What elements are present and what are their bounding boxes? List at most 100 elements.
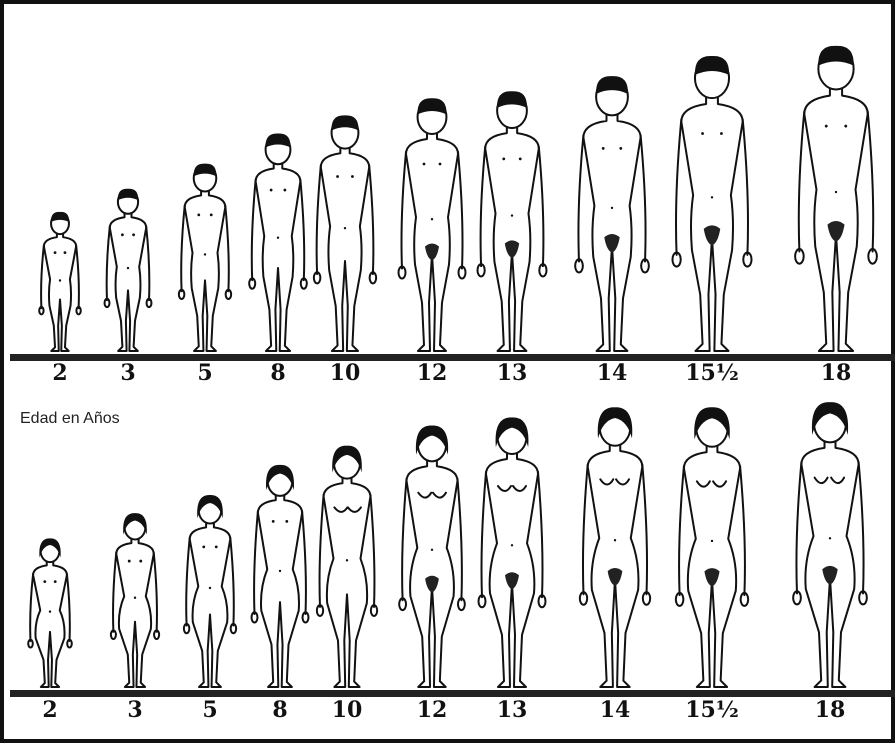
female-figure-10 [793, 402, 867, 687]
torso-legs-outline [258, 496, 302, 687]
male-figures-row [39, 46, 877, 351]
bottom-age-label: 12 [397, 697, 467, 723]
navel [277, 236, 279, 238]
top-age-label: 12 [397, 360, 467, 386]
right-arm [641, 135, 646, 261]
left-arm [41, 245, 44, 308]
left-arm [186, 538, 190, 626]
male-figure-3 [179, 164, 231, 351]
chest-lines [815, 478, 845, 484]
right-arm [302, 511, 306, 614]
nipple [121, 233, 124, 236]
left-arm [181, 206, 185, 292]
right-arm [743, 119, 748, 254]
right-arm [369, 165, 373, 274]
female-figure-9 [676, 407, 748, 687]
nipple [283, 189, 286, 192]
pubic-region [704, 225, 721, 245]
navel [49, 610, 51, 612]
female-figure-6 [399, 425, 465, 687]
nipple [336, 175, 339, 178]
nipple [270, 189, 273, 192]
female-figure-7 [479, 417, 546, 687]
chest-lines [600, 479, 629, 484]
left-arm [402, 152, 407, 268]
torso-legs-outline [804, 89, 867, 351]
bottom-baseline [10, 690, 895, 697]
left-arm [113, 552, 116, 631]
right-arm [642, 465, 647, 595]
nipple [502, 158, 505, 161]
bottom-age-label: 18 [795, 697, 865, 723]
pubic-region [608, 568, 623, 586]
top-age-label: 3 [93, 360, 163, 386]
female-figure-8 [580, 407, 650, 687]
left-arm [676, 119, 681, 254]
navel [127, 267, 129, 269]
navel [511, 544, 513, 546]
right-arm [868, 111, 873, 251]
right-arm [370, 495, 374, 607]
left-arm [482, 472, 487, 597]
right-arm [859, 462, 864, 593]
right-arm [457, 479, 461, 600]
nipple [602, 147, 605, 150]
nipple [720, 132, 723, 135]
nipple [202, 546, 205, 549]
age-axis-caption: Edad en Años [20, 410, 120, 428]
right-arm [67, 574, 70, 641]
right-arm [230, 538, 234, 626]
torso-legs-outline [33, 562, 67, 687]
bottom-age-label: 13 [477, 697, 547, 723]
torso-legs-outline [588, 446, 643, 687]
right-arm [538, 472, 543, 597]
male-figure-4 [249, 134, 307, 351]
male-figure-10 [795, 46, 877, 351]
pubic-region [505, 240, 519, 258]
navel [431, 549, 433, 551]
torso-legs-outline [681, 98, 742, 351]
left-arm [317, 165, 321, 274]
left-arm [254, 511, 258, 614]
torso-legs-outline [801, 442, 858, 687]
left-arm [578, 135, 583, 261]
right-arm [146, 226, 149, 300]
nipple [54, 251, 57, 254]
torso-legs-outline [44, 234, 76, 351]
bottom-age-label: 2 [15, 697, 85, 723]
male-figure-1 [39, 212, 81, 351]
top-age-label: 2 [25, 360, 95, 386]
top-age-label: 14 [577, 360, 647, 386]
navel [829, 537, 831, 539]
torso-legs-outline [407, 461, 458, 687]
torso-legs-outline [190, 524, 231, 687]
top-age-label: 5 [170, 360, 240, 386]
navel [431, 218, 433, 220]
bottom-age-label: 14 [580, 697, 650, 723]
left-arm [320, 495, 324, 607]
nipple [43, 580, 46, 583]
navel [611, 207, 613, 209]
top-age-label: 13 [477, 360, 547, 386]
female-figure-5 [317, 446, 377, 687]
right-arm [154, 552, 157, 631]
bottom-age-label: 5 [175, 697, 245, 723]
left-arm [799, 111, 804, 251]
left-arm [679, 466, 684, 595]
torso-legs-outline [321, 149, 369, 351]
male-figure-8 [575, 76, 649, 351]
nipple [197, 214, 200, 217]
navel [614, 539, 616, 541]
pubic-region [704, 568, 719, 586]
nipple [272, 520, 275, 523]
left-arm [30, 574, 33, 641]
nipple [54, 580, 57, 583]
chest-lines [697, 481, 726, 486]
torso-legs-outline [110, 214, 146, 351]
torso-legs-outline [116, 539, 153, 687]
navel [346, 559, 348, 561]
navel [134, 597, 136, 599]
navel [711, 196, 713, 198]
right-arm [76, 245, 79, 308]
nipple [210, 214, 213, 217]
